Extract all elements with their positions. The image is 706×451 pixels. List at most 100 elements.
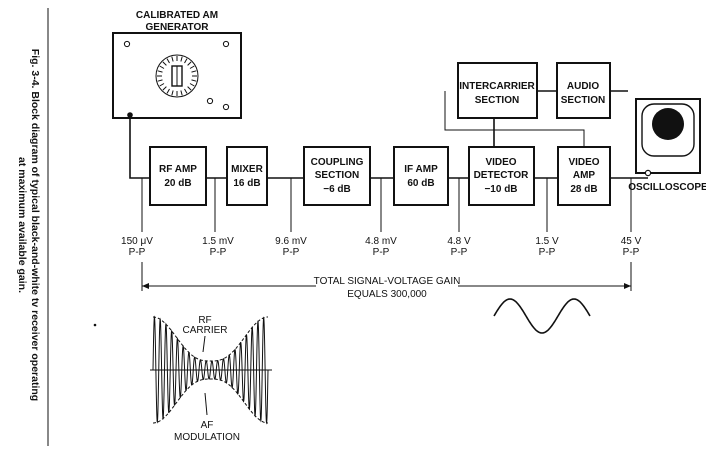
measurement-unit: P-P (129, 247, 146, 258)
rf-amp-block: RF AMP 20 dB (149, 146, 207, 206)
total-gain-bracket: TOTAL SIGNAL-VOLTAGE GAIN EQUALS 300,000 (141, 262, 632, 300)
dial-ticks (157, 56, 197, 96)
video-detector-label-2: DETECTOR (474, 170, 530, 181)
caption-line-1: Fig. 3-4. Block diagram of typical black… (29, 49, 41, 401)
measurement-value: 45 V (621, 236, 642, 247)
measurement-value: 4.8 mV (365, 236, 397, 247)
rf-amp-label: RF AMP (159, 164, 197, 175)
generator-screw-icon (123, 40, 131, 48)
af-modulation-label-2: MODULATION (174, 432, 240, 443)
intercarrier-section-block: INTERCARRIER SECTION (457, 62, 538, 119)
measurement-value: 4.8 V (447, 236, 471, 247)
dial-tick (159, 65, 165, 69)
arrow-left-icon (142, 283, 149, 289)
af-modulation-leader (204, 392, 208, 416)
rf-amp-gain: 20 dB (164, 178, 191, 189)
measurement-unit: P-P (539, 247, 556, 258)
measurement-value: 1.5 mV (202, 236, 234, 247)
dial-tick (166, 88, 170, 94)
coupling-section-block: COUPLING SECTION −6 dB (303, 146, 371, 206)
dial-tick (166, 58, 170, 64)
video-detector-gain: −10 dB (484, 184, 517, 195)
rf-label-backing (182, 312, 228, 336)
oscilloscope-screen-icon (652, 108, 684, 140)
dial-tick (191, 79, 197, 82)
stray-mark (93, 323, 97, 327)
dial-tick (187, 86, 192, 91)
video-detector-block: VIDEO DETECTOR −10 dB (468, 146, 535, 206)
video-amp-gain: 28 dB (570, 184, 597, 195)
dial-tick (162, 61, 167, 66)
dial-tick (189, 65, 195, 69)
audio-section-block: AUDIO SECTION (556, 62, 611, 119)
intercarrier-label-2: SECTION (475, 95, 519, 106)
measurement-value: 9.6 mV (275, 236, 307, 247)
oscilloscope-label: OSCILLOSCOPE (628, 182, 706, 193)
dial-tick (157, 79, 163, 82)
dial-tick (189, 83, 195, 87)
measurement-unit: P-P (623, 247, 640, 258)
video-output-waveform (493, 298, 591, 334)
mixer-label: MIXER (231, 164, 263, 175)
generator-screw-icon (222, 40, 230, 48)
measurement-unit: P-P (451, 247, 468, 258)
am-generator: CALIBRATED AM GENERATOR (112, 10, 242, 119)
video-amp-block: VIDEO AMP 28 dB (557, 146, 611, 206)
generator-label-1: CALIBRATED AM (136, 10, 218, 21)
measurement-unit: P-P (283, 247, 300, 258)
total-gain-line-2: EQUALS 300,000 (347, 289, 427, 300)
mixer-gain: 16 dB (233, 178, 260, 189)
if-amp-block: IF AMP 60 dB (393, 146, 449, 206)
if-amp-label: IF AMP (404, 164, 438, 175)
measurement-unit: P-P (373, 247, 390, 258)
dial-tick (180, 56, 183, 62)
figure-caption: Fig. 3-4. Block diagram of typical black… (16, 49, 41, 401)
measurement-value: 150 μV (121, 236, 153, 247)
measurement-unit: P-P (210, 247, 227, 258)
coupling-label-2: SECTION (315, 170, 359, 181)
dial-tick (191, 70, 197, 73)
modulated-rf-waveform: RF CARRIER AF MODULATION (150, 312, 272, 443)
dial-tick (171, 56, 174, 62)
envelope-top (153, 316, 268, 362)
wire-sound-takeoff (444, 91, 585, 147)
video-detector-label-1: VIDEO (485, 157, 516, 168)
caption-line-2: at maximum available gain. (16, 157, 28, 293)
audio-label-2: SECTION (561, 95, 605, 106)
dial-tick (159, 83, 165, 87)
rf-carrier-leader (202, 335, 206, 353)
rf-carrier-waveform (152, 315, 269, 425)
rf-carrier-label-1: RF (198, 315, 211, 326)
mixer-block: MIXER 16 dB (226, 146, 268, 206)
dial-tick (184, 58, 188, 64)
generator-screw-icon (222, 103, 230, 111)
video-amp-label-1: VIDEO (568, 157, 599, 168)
arrow-right-icon (624, 283, 631, 289)
dial-tick (187, 61, 192, 66)
measurement-value: 1.5 V (535, 236, 559, 247)
video-amp-label-2: AMP (573, 170, 596, 181)
coupling-gain: −6 dB (323, 184, 351, 195)
oscilloscope-input-jack (644, 169, 652, 177)
intercarrier-label-1: INTERCARRIER (459, 81, 535, 92)
rf-carrier-label-2: CARRIER (182, 325, 227, 336)
total-gain-line-1: TOTAL SIGNAL-VOLTAGE GAIN (314, 276, 461, 287)
dial-tick (171, 90, 174, 96)
coupling-label-1: COUPLING (311, 157, 364, 168)
audio-label-1: AUDIO (567, 81, 599, 92)
generator-screw-icon (206, 97, 214, 105)
generator-output-jack (127, 112, 133, 118)
generator-label-2: GENERATOR (146, 22, 210, 33)
dial-tick (180, 90, 183, 96)
oscilloscope: OSCILLOSCOPE (628, 98, 706, 193)
wire-gen-to-rf (129, 117, 150, 179)
generator-dial-icon (155, 54, 199, 98)
if-amp-gain: 60 dB (407, 178, 434, 189)
envelope-bottom (153, 378, 268, 424)
dial-tick (184, 88, 188, 94)
measurement-points: 150 μV P-P 1.5 mV P-P 9.6 mV P-P 4.8 mV … (121, 178, 642, 258)
dial-tick (157, 70, 163, 73)
dial-tick (162, 86, 167, 91)
af-modulation-label-1: AF (201, 420, 214, 431)
